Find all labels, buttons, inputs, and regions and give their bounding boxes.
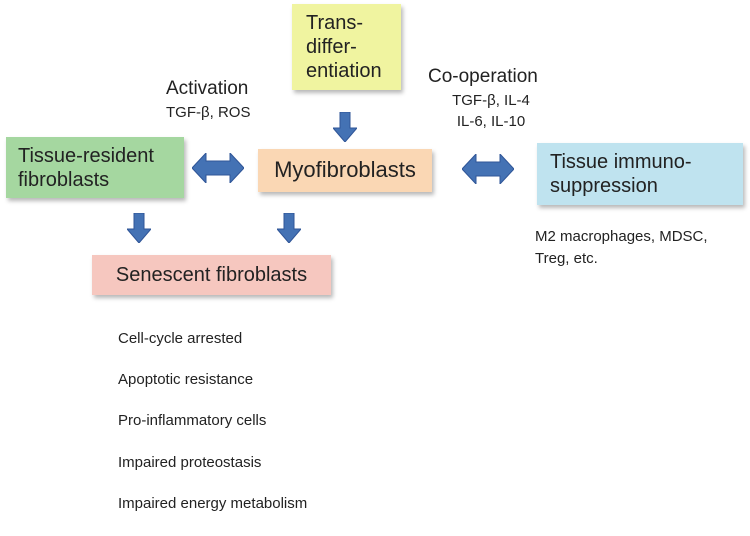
senescent-feature-item: Pro-inflammatory cells bbox=[118, 412, 267, 430]
transdifferentiation-label: Trans- differ- entiation bbox=[306, 12, 382, 82]
cooperation-mediators: TGF-β, IL-4 IL-6, IL-10 bbox=[452, 92, 530, 130]
activation-title: Activation bbox=[166, 78, 249, 99]
immune-cells-list: M2 macrophages, MDSC, Treg, etc. bbox=[535, 228, 708, 267]
tissue-resident-fibroblasts-box: Tissue-resident fibroblasts bbox=[6, 137, 184, 198]
down-arrow-icon bbox=[277, 213, 301, 243]
senescent-feature-item: Impaired proteostasis bbox=[118, 453, 262, 471]
cooperation-title: Co-operation bbox=[428, 66, 538, 87]
senescent-feature-item: Cell-cycle arrested bbox=[118, 329, 243, 347]
senescent-fibroblasts-label: Senescent fibroblasts bbox=[115, 264, 308, 286]
senescent-feature-item: Impaired energy metabolism bbox=[118, 495, 308, 513]
tissue-immunosuppression-box: Tissue immuno- suppression bbox=[537, 143, 743, 205]
senescent-fibroblasts-box: Senescent fibroblasts bbox=[92, 255, 331, 295]
myofibroblasts-label: Myofibroblasts bbox=[274, 157, 416, 183]
tissue-immunosuppression-label: Tissue immuno- suppression bbox=[550, 151, 692, 197]
down-arrow-icon bbox=[127, 213, 151, 243]
tissue-resident-fibroblasts-label: Tissue-resident fibroblasts bbox=[18, 144, 154, 191]
senescent-features-list: Cell-cycle arrested Apoptotic resistance… bbox=[118, 308, 307, 536]
senescent-feature-item: Apoptotic resistance bbox=[118, 371, 254, 389]
down-arrow-icon bbox=[333, 112, 357, 142]
double-arrow-icon bbox=[192, 153, 244, 183]
transdifferentiation-box: Trans- differ- entiation bbox=[292, 4, 401, 90]
double-arrow-icon bbox=[462, 154, 514, 184]
myofibroblasts-box: Myofibroblasts bbox=[258, 149, 432, 192]
activation-mediators: TGF-β, ROS bbox=[166, 104, 251, 121]
